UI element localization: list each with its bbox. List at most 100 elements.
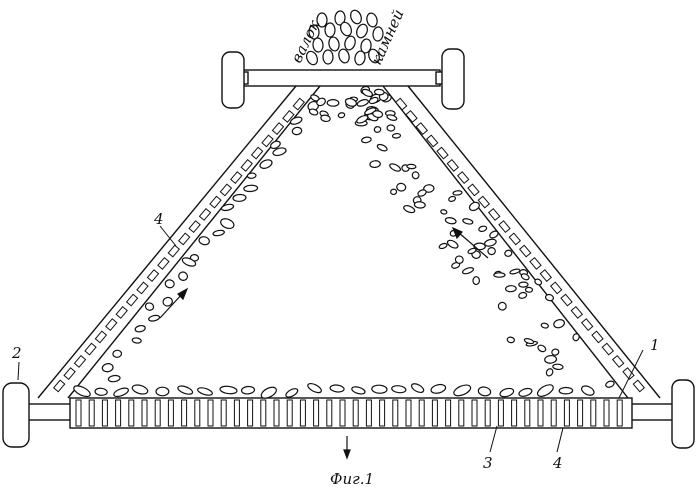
- stone: [368, 96, 379, 105]
- roller: [380, 400, 385, 426]
- stone: [541, 323, 549, 329]
- stones: [72, 9, 615, 401]
- right-inclined-conveyor: [383, 86, 660, 398]
- conveyor-slat: [64, 368, 75, 380]
- stone: [478, 225, 487, 232]
- conveyor-slat: [458, 172, 469, 184]
- roller: [195, 400, 200, 426]
- conveyor-slat: [478, 196, 489, 208]
- stone: [544, 355, 556, 364]
- stone: [386, 114, 397, 122]
- stone: [519, 282, 528, 287]
- stone: [374, 89, 384, 95]
- ref-label-4-bottom: 4: [552, 454, 563, 472]
- conveyor-slat: [199, 209, 210, 221]
- stone: [545, 294, 554, 302]
- stone: [241, 386, 255, 395]
- conveyor-slat: [241, 160, 252, 172]
- stone: [330, 384, 345, 392]
- stone: [414, 201, 425, 208]
- roller: [208, 400, 213, 426]
- roller: [168, 400, 173, 426]
- top-axle: [244, 70, 440, 86]
- stone: [448, 196, 456, 203]
- stone: [323, 50, 333, 64]
- roller: [248, 400, 253, 426]
- stone: [135, 325, 146, 333]
- stone: [113, 386, 130, 398]
- roller: [406, 400, 411, 426]
- conveyor-slat: [231, 172, 242, 184]
- stone: [131, 383, 148, 395]
- roller: [419, 400, 424, 426]
- stone: [446, 239, 459, 250]
- conveyor-slat: [427, 135, 438, 147]
- stone: [328, 36, 341, 52]
- stone: [213, 229, 225, 236]
- top-right-wheel: [442, 49, 464, 109]
- roller: [116, 400, 121, 426]
- stone: [343, 35, 357, 51]
- stone: [410, 382, 425, 394]
- stone: [372, 385, 388, 394]
- stone: [438, 242, 447, 249]
- down-output-arrow: [344, 436, 350, 458]
- left-inclined-conveyor: [38, 86, 320, 398]
- stone: [524, 338, 534, 345]
- stone: [553, 318, 566, 328]
- stone: [292, 127, 303, 136]
- stone: [156, 387, 169, 396]
- conveyor-slat: [509, 233, 520, 245]
- conveyor-slat: [561, 294, 572, 306]
- roller: [564, 400, 569, 426]
- conveyor-slat: [582, 319, 593, 331]
- roller: [393, 400, 398, 426]
- roller: [446, 400, 451, 426]
- roller: [525, 400, 530, 426]
- stone: [462, 218, 473, 225]
- stone: [361, 88, 373, 98]
- stone: [132, 337, 142, 343]
- stone: [387, 125, 395, 131]
- conveyor-slat: [252, 147, 263, 159]
- roller: [327, 400, 332, 426]
- stone: [452, 383, 472, 398]
- stone: [374, 126, 381, 133]
- roller: [551, 400, 556, 426]
- stone: [518, 292, 527, 299]
- stone: [72, 384, 92, 399]
- stone: [285, 387, 299, 399]
- stone: [468, 201, 481, 212]
- stone: [462, 266, 474, 274]
- roller: [472, 400, 477, 426]
- roller: [538, 400, 543, 426]
- conveyor-slat: [602, 343, 613, 355]
- roller: [432, 400, 437, 426]
- stone: [102, 363, 114, 373]
- conveyor-slat: [168, 245, 179, 257]
- stone: [494, 273, 505, 277]
- roller: [221, 400, 226, 426]
- stone: [325, 23, 335, 37]
- roller: [591, 400, 596, 426]
- roller: [129, 400, 134, 426]
- conveyor-slat: [127, 294, 138, 306]
- stone: [572, 333, 580, 342]
- stone: [499, 387, 515, 398]
- stone: [505, 285, 516, 292]
- stone: [392, 133, 400, 138]
- conveyor-slat: [147, 270, 158, 282]
- roller: [89, 400, 94, 426]
- conveyor-slat: [85, 343, 96, 355]
- stone: [247, 173, 256, 179]
- stone: [391, 385, 406, 393]
- stone: [177, 271, 188, 282]
- stone: [219, 217, 235, 230]
- conveyor-slat: [468, 184, 479, 196]
- roller: [578, 400, 583, 426]
- stone: [113, 350, 122, 358]
- stone: [488, 248, 495, 255]
- conveyor-slat: [613, 356, 624, 368]
- conveyor-slat: [54, 380, 65, 392]
- roller: [498, 400, 503, 426]
